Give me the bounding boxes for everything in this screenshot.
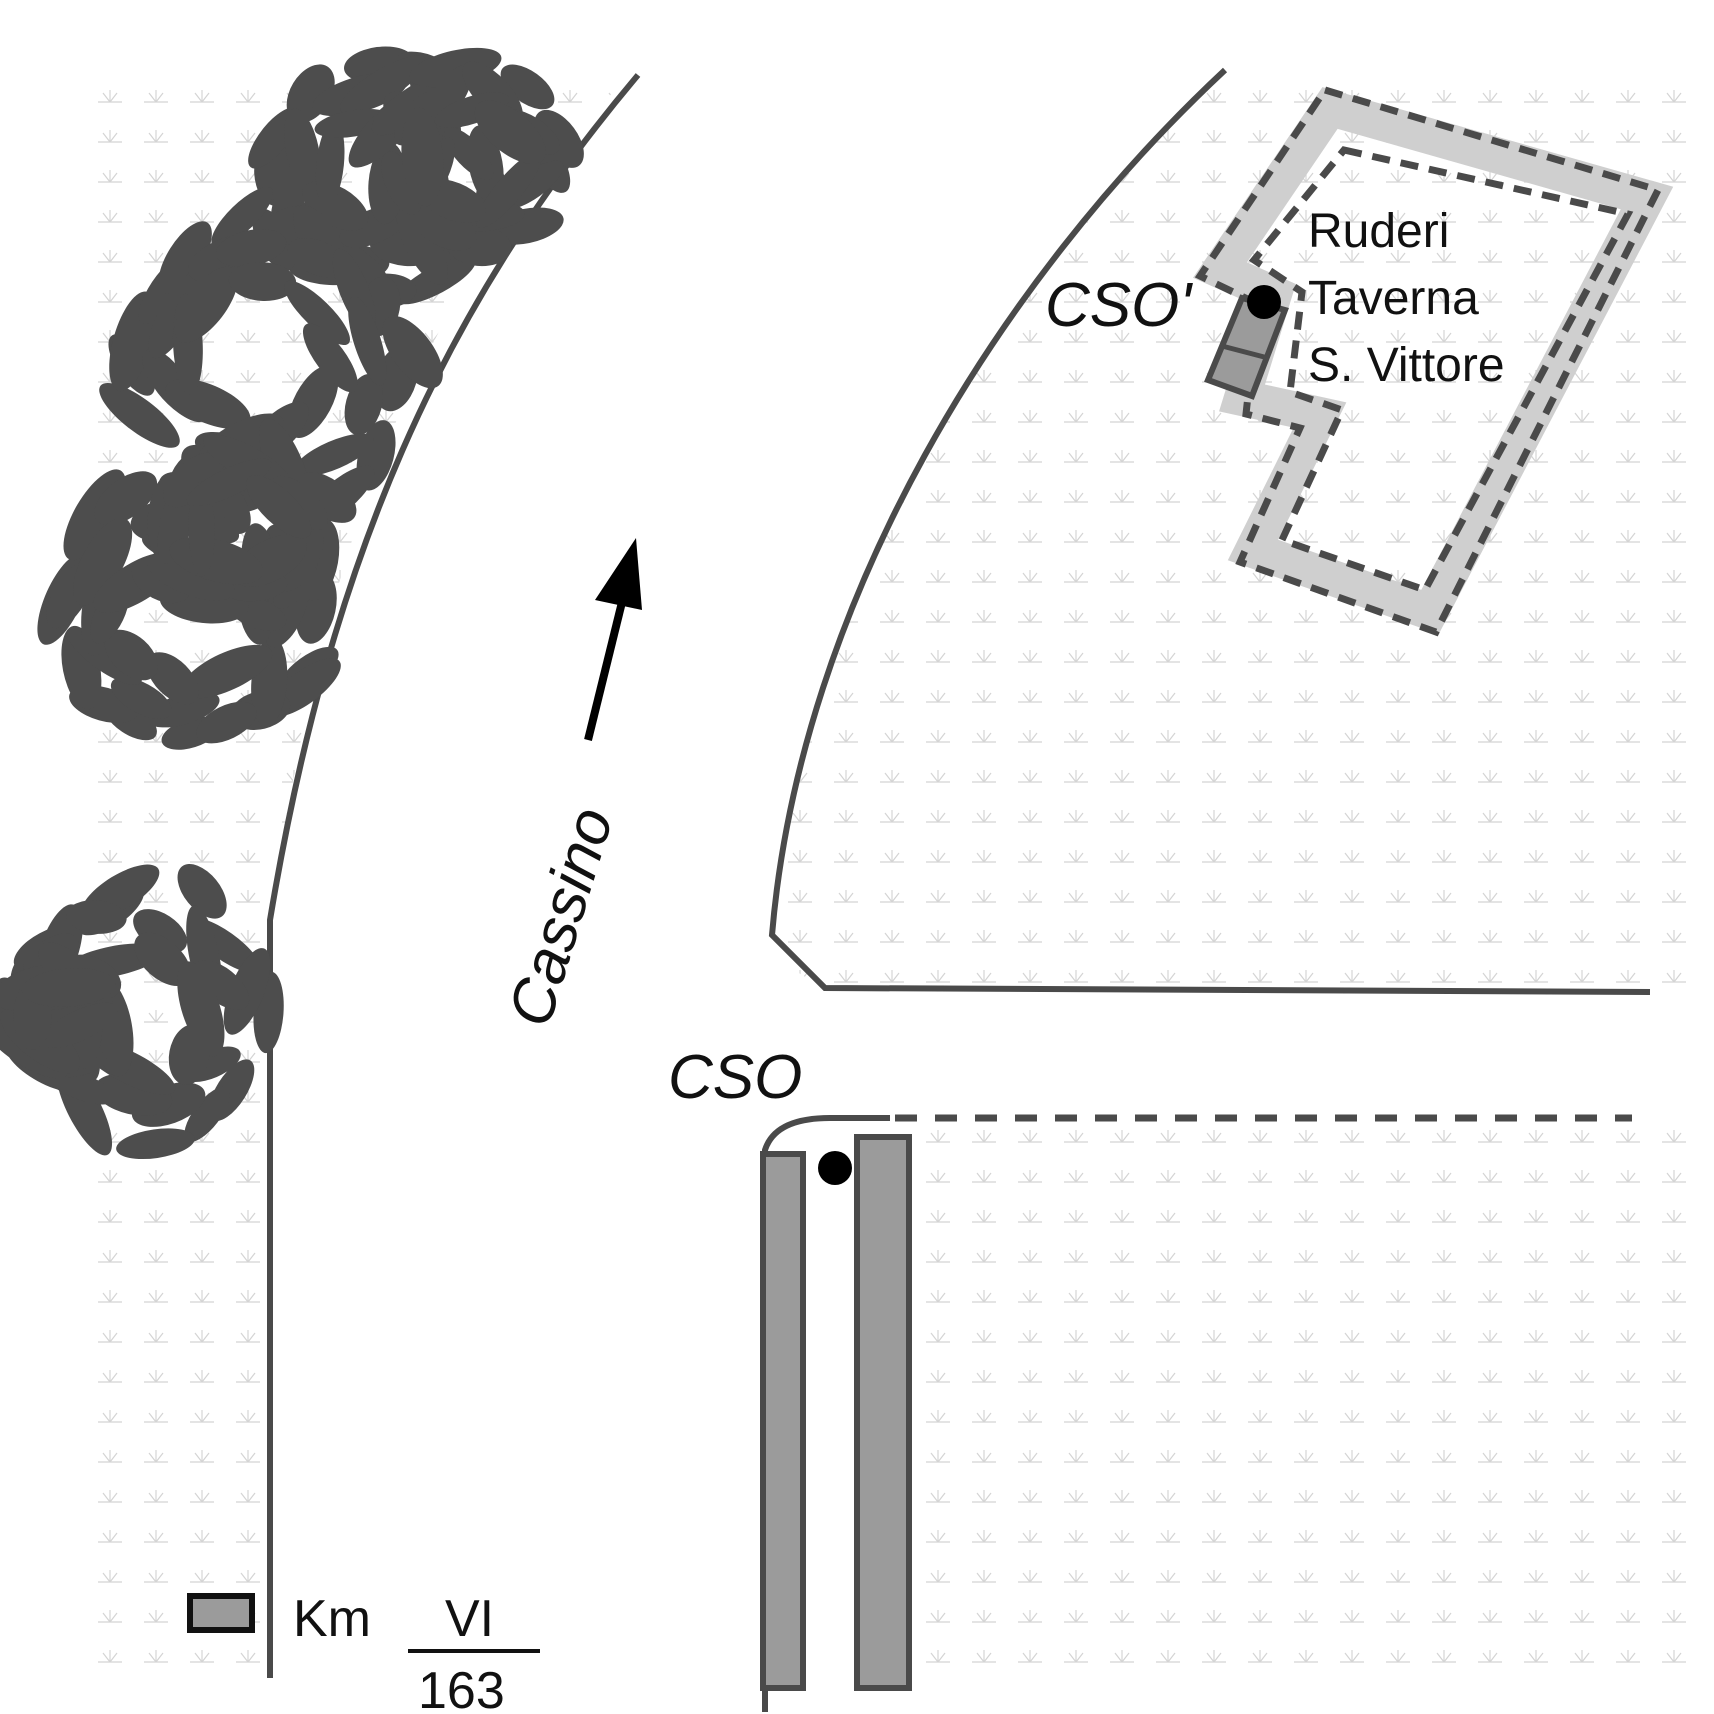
leaf (315, 120, 345, 208)
leaf (66, 900, 127, 934)
leaf (418, 64, 473, 135)
leaf (192, 960, 250, 1010)
leaf (211, 187, 274, 248)
leaf (246, 475, 312, 539)
leaf (73, 517, 133, 606)
leaf (184, 1086, 230, 1142)
leaf (339, 55, 427, 114)
ruins-label-line2: Taverna (1308, 272, 1479, 325)
leaf (396, 204, 448, 286)
cso-label: CSO (668, 1043, 802, 1112)
milestone-legend-icon (187, 1593, 255, 1633)
leaf (534, 109, 584, 168)
tree-cluster-icon (0, 933, 134, 1079)
leaf (500, 64, 555, 110)
post-east (854, 1134, 912, 1691)
direction-arrow-icon (584, 538, 642, 741)
field-top-right (772, 75, 1700, 985)
leaf (476, 151, 542, 229)
leaf (177, 961, 225, 1057)
leaf (134, 932, 191, 986)
leaf (270, 475, 328, 530)
cso-prime-label: CSO' (1045, 271, 1193, 340)
leaf (381, 151, 422, 215)
leaf (196, 701, 257, 744)
ruins-label-line3: S. Vittore (1308, 339, 1505, 392)
leaf (186, 458, 272, 507)
leaf (174, 266, 238, 343)
leaf (162, 452, 224, 508)
leaf (116, 1128, 195, 1160)
leaf (181, 644, 273, 699)
leaf (99, 382, 180, 448)
tree-cluster-icon (131, 413, 357, 631)
leaf (228, 262, 297, 301)
leaf (302, 323, 358, 393)
leaf (147, 552, 235, 601)
leaf (94, 471, 158, 526)
leaf (348, 296, 387, 386)
post-west (760, 1151, 806, 1691)
vegetation-group (0, 46, 584, 1160)
tree-cluster-icon (348, 47, 584, 286)
leaf (382, 315, 443, 389)
leaf (474, 100, 546, 164)
legend-numerator: VI (445, 1590, 494, 1648)
leaf (104, 629, 159, 681)
leaf (146, 691, 220, 728)
leaf (401, 107, 444, 207)
road-edge-south-curve (762, 1115, 890, 1712)
leaf (443, 127, 494, 180)
legend-unit: Km (293, 1590, 371, 1648)
leaf (177, 864, 227, 919)
direction-label: Cassino (495, 800, 626, 1034)
leaf (110, 677, 172, 719)
leaf (158, 221, 212, 294)
leaf (42, 1002, 118, 1048)
leaf (284, 108, 321, 193)
field-bottom-right (910, 1118, 1700, 1690)
road-edge-northeast (768, 67, 1651, 995)
leaf (294, 433, 374, 477)
leaf (296, 472, 357, 523)
leaf (21, 968, 116, 1007)
cso-marker (818, 1151, 852, 1185)
legend-denominator: 163 (418, 1662, 505, 1714)
leaf (284, 280, 350, 346)
legend: Km VI 163 (187, 1590, 540, 1714)
ruins-label-line1: Ruderi (1308, 205, 1449, 258)
leaf (216, 229, 287, 267)
cso-prime-marker (1247, 285, 1281, 319)
leaf (146, 652, 199, 705)
